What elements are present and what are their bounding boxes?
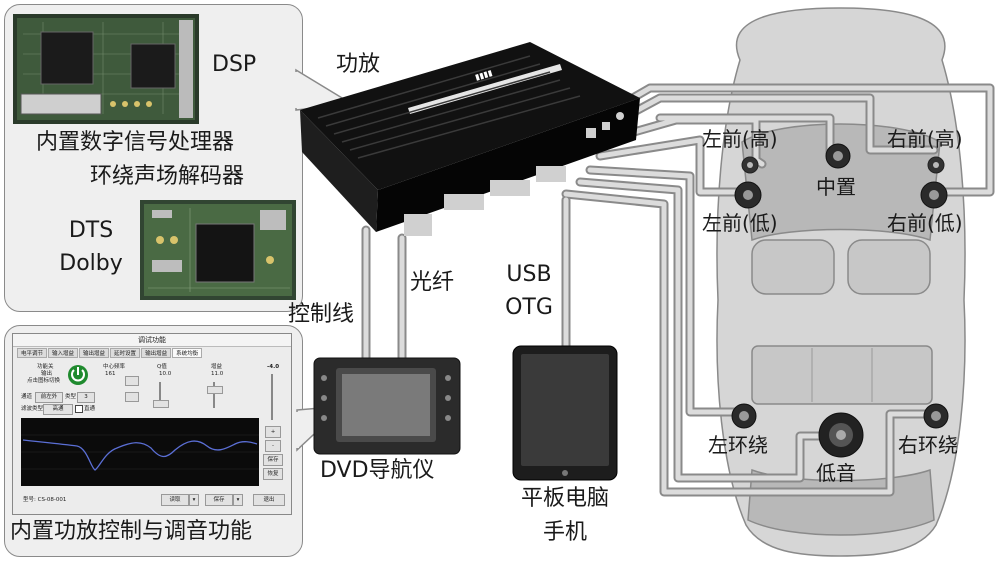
- dts-label: DTS: [68, 218, 114, 243]
- control-desc-label: 内置功放控制与调音功能: [10, 519, 253, 544]
- speaker-center-icon: [825, 143, 851, 169]
- mode-select[interactable]: 3: [77, 392, 95, 403]
- power-label-1: 功能关: [37, 364, 54, 370]
- subwoofer-label: 低音: [816, 461, 856, 485]
- speaker-surround-right-icon: [923, 403, 949, 429]
- speaker-front-right-low-icon: [920, 181, 948, 209]
- gain-slider-handle[interactable]: [207, 386, 223, 394]
- bypass-label: 直通: [84, 406, 96, 412]
- dsp-software-window: 调试功能 电平调节 输入增益 输出增益 延时设置 输出增益 系统均衡 功能关 输…: [12, 333, 292, 515]
- surround-left-label: 左环绕: [708, 433, 768, 457]
- filter-label: 滤波类型: [21, 406, 44, 412]
- dvd-label: DVD导航仪: [320, 458, 435, 483]
- dvd-navigation-icon: [313, 357, 461, 455]
- eq-curve-plot[interactable]: [21, 418, 259, 486]
- bypass-checkbox[interactable]: [75, 405, 83, 413]
- otg-label: OTG: [505, 295, 553, 320]
- speaker-surround-left-icon: [731, 403, 757, 429]
- dsp-label: DSP: [212, 52, 257, 77]
- q-label: Q值: [157, 364, 167, 370]
- power-toggle-icon[interactable]: [67, 364, 89, 386]
- tablet-icon: [512, 345, 618, 481]
- subwoofer-icon: [818, 412, 864, 458]
- wires: [361, 83, 995, 497]
- freq-label: 中心频率: [103, 364, 126, 370]
- level-minus-button[interactable]: -: [265, 440, 281, 452]
- eq-save-button[interactable]: 保存: [263, 454, 283, 466]
- gain-value: 11.0: [211, 371, 224, 377]
- status-text: 型号: CS-08-001: [23, 497, 67, 503]
- amplifier-label: 功放: [336, 52, 381, 77]
- window-title: 调试功能: [13, 334, 291, 347]
- channel-label: 通道: [21, 394, 33, 400]
- speaker-front-right-high-icon: [927, 156, 945, 174]
- q-value: 10.0: [159, 371, 172, 377]
- front-right-low-label: 右前(低): [887, 211, 963, 235]
- phone-label: 手机: [542, 520, 587, 545]
- read-button[interactable]: 读取: [161, 494, 189, 506]
- q-slider[interactable]: [159, 382, 161, 408]
- surround-right-label: 右环绕: [898, 433, 958, 457]
- optical-label: 光纤: [410, 270, 455, 295]
- dolby-label: Dolby: [59, 251, 123, 276]
- write-button[interactable]: 保存: [205, 494, 233, 506]
- front-left-low-label: 左前(低): [702, 211, 778, 235]
- freq-up-button[interactable]: [125, 376, 139, 386]
- power-label-2: 输出: [41, 371, 53, 377]
- center-label: 中置: [816, 175, 856, 199]
- channel-select[interactable]: 前左外: [35, 392, 63, 403]
- tab-level[interactable]: 电平调节: [17, 348, 48, 358]
- freq-value: 161: [105, 371, 116, 377]
- dsp-desc-line-1: 内置数字信号处理器: [36, 130, 235, 155]
- level-value: -4.0: [267, 364, 280, 370]
- decoder-board-image: [140, 200, 296, 300]
- amplifier-icon: ▮▮▮▮: [300, 42, 640, 236]
- tab-output-gain-2[interactable]: 输出增益: [141, 348, 172, 358]
- gain-slider[interactable]: [213, 382, 215, 408]
- dsp-board-image: [13, 14, 199, 124]
- speaker-front-left-high-icon: [741, 156, 759, 174]
- front-left-high-label: 左前(高): [702, 127, 778, 151]
- gain-label: 增益: [211, 364, 223, 370]
- speaker-front-left-low-icon: [734, 181, 762, 209]
- tab-input-gain[interactable]: 输入增益: [48, 348, 79, 358]
- eq-reset-button[interactable]: 恢复: [263, 468, 283, 480]
- eq-curve: [22, 439, 258, 471]
- mode-label: 类型: [65, 394, 77, 400]
- usb-label: USB: [506, 262, 552, 287]
- tablet-label: 平板电脑: [520, 486, 609, 511]
- q-slider-handle[interactable]: [153, 400, 169, 408]
- tab-output-gain[interactable]: 输出增益: [79, 348, 110, 358]
- exit-button[interactable]: 退出: [253, 494, 285, 506]
- tab-delay[interactable]: 延时设置: [110, 348, 141, 358]
- dsp-desc-line-2: 环绕声场解码器: [90, 164, 245, 189]
- level-plus-button[interactable]: +: [265, 426, 281, 438]
- level-slider[interactable]: [271, 374, 273, 420]
- power-label-3: 点击图标切换: [27, 378, 61, 384]
- control-line-label: 控制线: [288, 302, 355, 327]
- read-dropdown-button[interactable]: ▾: [189, 494, 199, 506]
- tab-bar: 电平调节 输入增益 输出增益 延时设置 输出增益 系统均衡: [17, 348, 203, 358]
- freq-down-button[interactable]: [125, 392, 139, 402]
- write-dropdown-button[interactable]: ▾: [233, 494, 243, 506]
- front-right-high-label: 右前(高): [887, 127, 963, 151]
- filter-select[interactable]: 高通: [43, 404, 73, 415]
- tab-system-eq[interactable]: 系统均衡: [172, 348, 203, 358]
